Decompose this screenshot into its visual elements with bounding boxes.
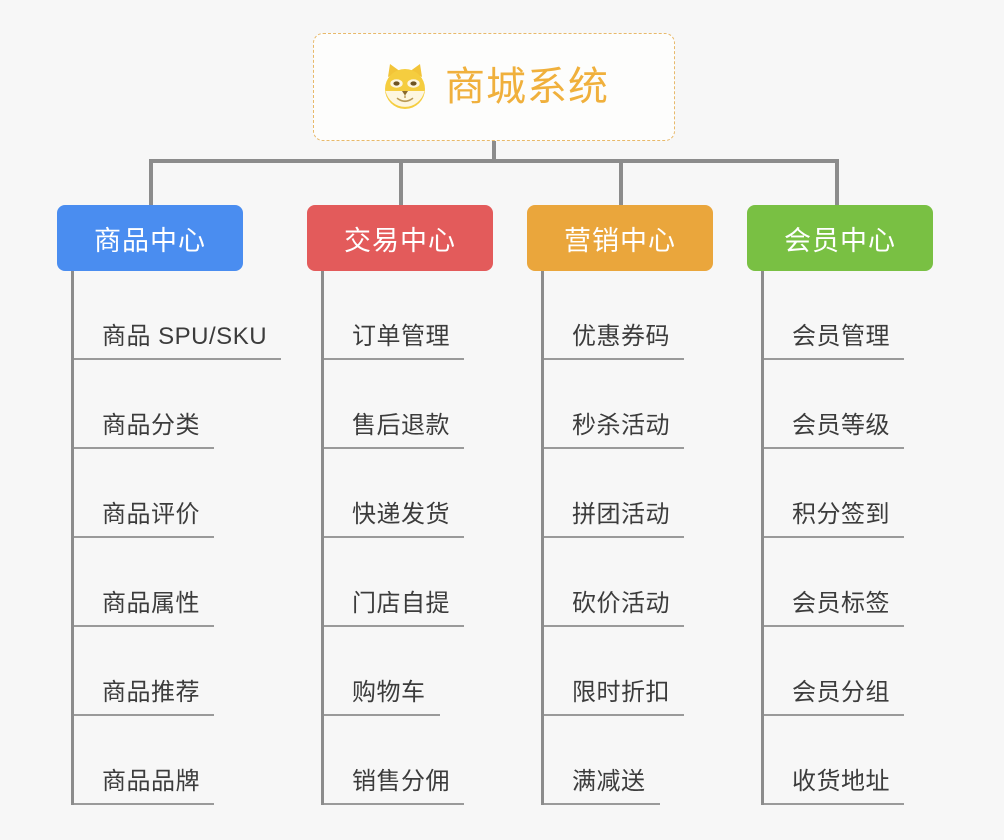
leaf-underline: 售后退款: [324, 405, 464, 449]
leaf-label: 优惠券码: [572, 323, 670, 350]
leaf-item[interactable]: 砍价活动: [544, 538, 713, 627]
leaf-item[interactable]: 优惠券码: [544, 271, 713, 360]
leaf-underline: 购物车: [324, 672, 440, 716]
leaf-underline: 拼团活动: [544, 494, 684, 538]
leaf-label: 砍价活动: [572, 590, 670, 617]
leaf-underline: 优惠券码: [544, 316, 684, 360]
leaf-label: 限时折扣: [572, 679, 670, 706]
leaf-underline: 商品推荐: [74, 672, 214, 716]
category-header-label: 营销中心: [564, 225, 676, 256]
leaf-label: 积分签到: [792, 501, 890, 528]
leaf-item[interactable]: 商品分类: [74, 360, 243, 449]
leaf-label: 订单管理: [352, 323, 450, 350]
leaf-underline: 限时折扣: [544, 672, 684, 716]
leaf-item[interactable]: 门店自提: [324, 538, 493, 627]
leaf-underline: 订单管理: [324, 316, 464, 360]
leaf-item[interactable]: 会员标签: [764, 538, 933, 627]
leaf-item[interactable]: 商品评价: [74, 449, 243, 538]
leaf-item[interactable]: 秒杀活动: [544, 360, 713, 449]
leaf-item[interactable]: 商品推荐: [74, 627, 243, 716]
leaf-underline: 快递发货: [324, 494, 464, 538]
root-node[interactable]: 商城系统: [313, 33, 675, 141]
leaf-label: 收货地址: [792, 768, 890, 795]
category-header-product-center[interactable]: 商品中心: [57, 205, 243, 271]
leaf-label: 快递发货: [352, 501, 450, 528]
leaf-label: 购物车: [352, 679, 426, 706]
leaf-label: 商品属性: [102, 590, 200, 617]
leaf-underline: 收货地址: [764, 761, 904, 805]
root-title: 商城系统: [445, 65, 609, 109]
leaf-item[interactable]: 商品品牌: [74, 716, 243, 805]
leaf-label: 商品推荐: [102, 679, 200, 706]
leaf-item[interactable]: 会员管理: [764, 271, 933, 360]
category-header-member-center[interactable]: 会员中心: [747, 205, 933, 271]
leaf-label: 商品评价: [102, 501, 200, 528]
leaf-list-marketing-center: 优惠券码秒杀活动拼团活动砍价活动限时折扣满减送: [541, 271, 713, 805]
leaf-underline: 商品品牌: [74, 761, 214, 805]
category-header-trade-center[interactable]: 交易中心: [307, 205, 493, 271]
leaf-item[interactable]: 会员等级: [764, 360, 933, 449]
leaf-underline: 商品评价: [74, 494, 214, 538]
leaf-label: 商品分类: [102, 412, 200, 439]
leaf-label: 秒杀活动: [572, 412, 670, 439]
leaf-list-product-center: 商品 SPU/SKU 商品分类商品评价商品属性商品推荐商品品牌: [71, 271, 282, 805]
category-header-label: 商品中心: [94, 225, 206, 256]
leaf-label: 商品 SPU/SKU: [102, 323, 268, 350]
leaf-underline: 商品 SPU/SKU: [74, 316, 282, 360]
category-header-label: 交易中心: [344, 225, 456, 256]
leaf-item[interactable]: 满减送: [544, 716, 713, 805]
leaf-list-member-center: 会员管理会员等级积分签到会员标签会员分组收货地址: [761, 271, 933, 805]
leaf-item[interactable]: 销售分佣: [324, 716, 493, 805]
leaf-item[interactable]: 商品 SPU/SKU: [74, 271, 282, 360]
leaf-item[interactable]: 限时折扣: [544, 627, 713, 716]
leaf-label: 会员分组: [792, 679, 890, 706]
leaf-item[interactable]: 商品属性: [74, 538, 243, 627]
leaf-underline: 商品分类: [74, 405, 214, 449]
leaf-item[interactable]: 拼团活动: [544, 449, 713, 538]
leaf-underline: 会员管理: [764, 316, 904, 360]
connector-drop-3: [835, 159, 839, 205]
leaf-list-trade-center: 订单管理售后退款快递发货门店自提购物车销售分佣: [321, 271, 493, 805]
leaf-label: 会员等级: [792, 412, 890, 439]
leaf-label: 会员标签: [792, 590, 890, 617]
leaf-item[interactable]: 订单管理: [324, 271, 493, 360]
category-column-trade-center: 交易中心订单管理售后退款快递发货门店自提购物车销售分佣: [307, 205, 493, 805]
category-column-product-center: 商品中心商品 SPU/SKU 商品分类商品评价商品属性商品推荐商品品牌: [57, 205, 282, 805]
leaf-underline: 会员等级: [764, 405, 904, 449]
leaf-underline: 积分签到: [764, 494, 904, 538]
leaf-label: 销售分佣: [352, 768, 450, 795]
category-column-marketing-center: 营销中心优惠券码秒杀活动拼团活动砍价活动限时折扣满减送: [527, 205, 713, 805]
leaf-item[interactable]: 收货地址: [764, 716, 933, 805]
category-header-label: 会员中心: [784, 225, 896, 256]
leaf-item[interactable]: 会员分组: [764, 627, 933, 716]
leaf-item[interactable]: 积分签到: [764, 449, 933, 538]
leaf-label: 会员管理: [792, 323, 890, 350]
leaf-underline: 砍价活动: [544, 583, 684, 627]
leaf-underline: 销售分佣: [324, 761, 464, 805]
leaf-item[interactable]: 售后退款: [324, 360, 493, 449]
leaf-underline: 满减送: [544, 761, 660, 805]
leaf-item[interactable]: 购物车: [324, 627, 493, 716]
leaf-label: 满减送: [572, 768, 646, 795]
leaf-label: 售后退款: [352, 412, 450, 439]
leaf-item[interactable]: 快递发货: [324, 449, 493, 538]
leaf-underline: 会员分组: [764, 672, 904, 716]
connector-root-stem: [492, 141, 496, 161]
category-column-member-center: 会员中心会员管理会员等级积分签到会员标签会员分组收货地址: [747, 205, 933, 805]
leaf-underline: 商品属性: [74, 583, 214, 627]
shiba-dog-face-icon: [379, 61, 431, 113]
leaf-underline: 门店自提: [324, 583, 464, 627]
leaf-label: 商品品牌: [102, 768, 200, 795]
leaf-underline: 秒杀活动: [544, 405, 684, 449]
category-header-marketing-center[interactable]: 营销中心: [527, 205, 713, 271]
leaf-label: 门店自提: [352, 590, 450, 617]
connector-drop-2: [619, 159, 623, 205]
connector-drop-0: [149, 159, 153, 205]
connector-drop-1: [399, 159, 403, 205]
leaf-underline: 会员标签: [764, 583, 904, 627]
connector-horizontal-bus: [149, 159, 839, 163]
leaf-label: 拼团活动: [572, 501, 670, 528]
